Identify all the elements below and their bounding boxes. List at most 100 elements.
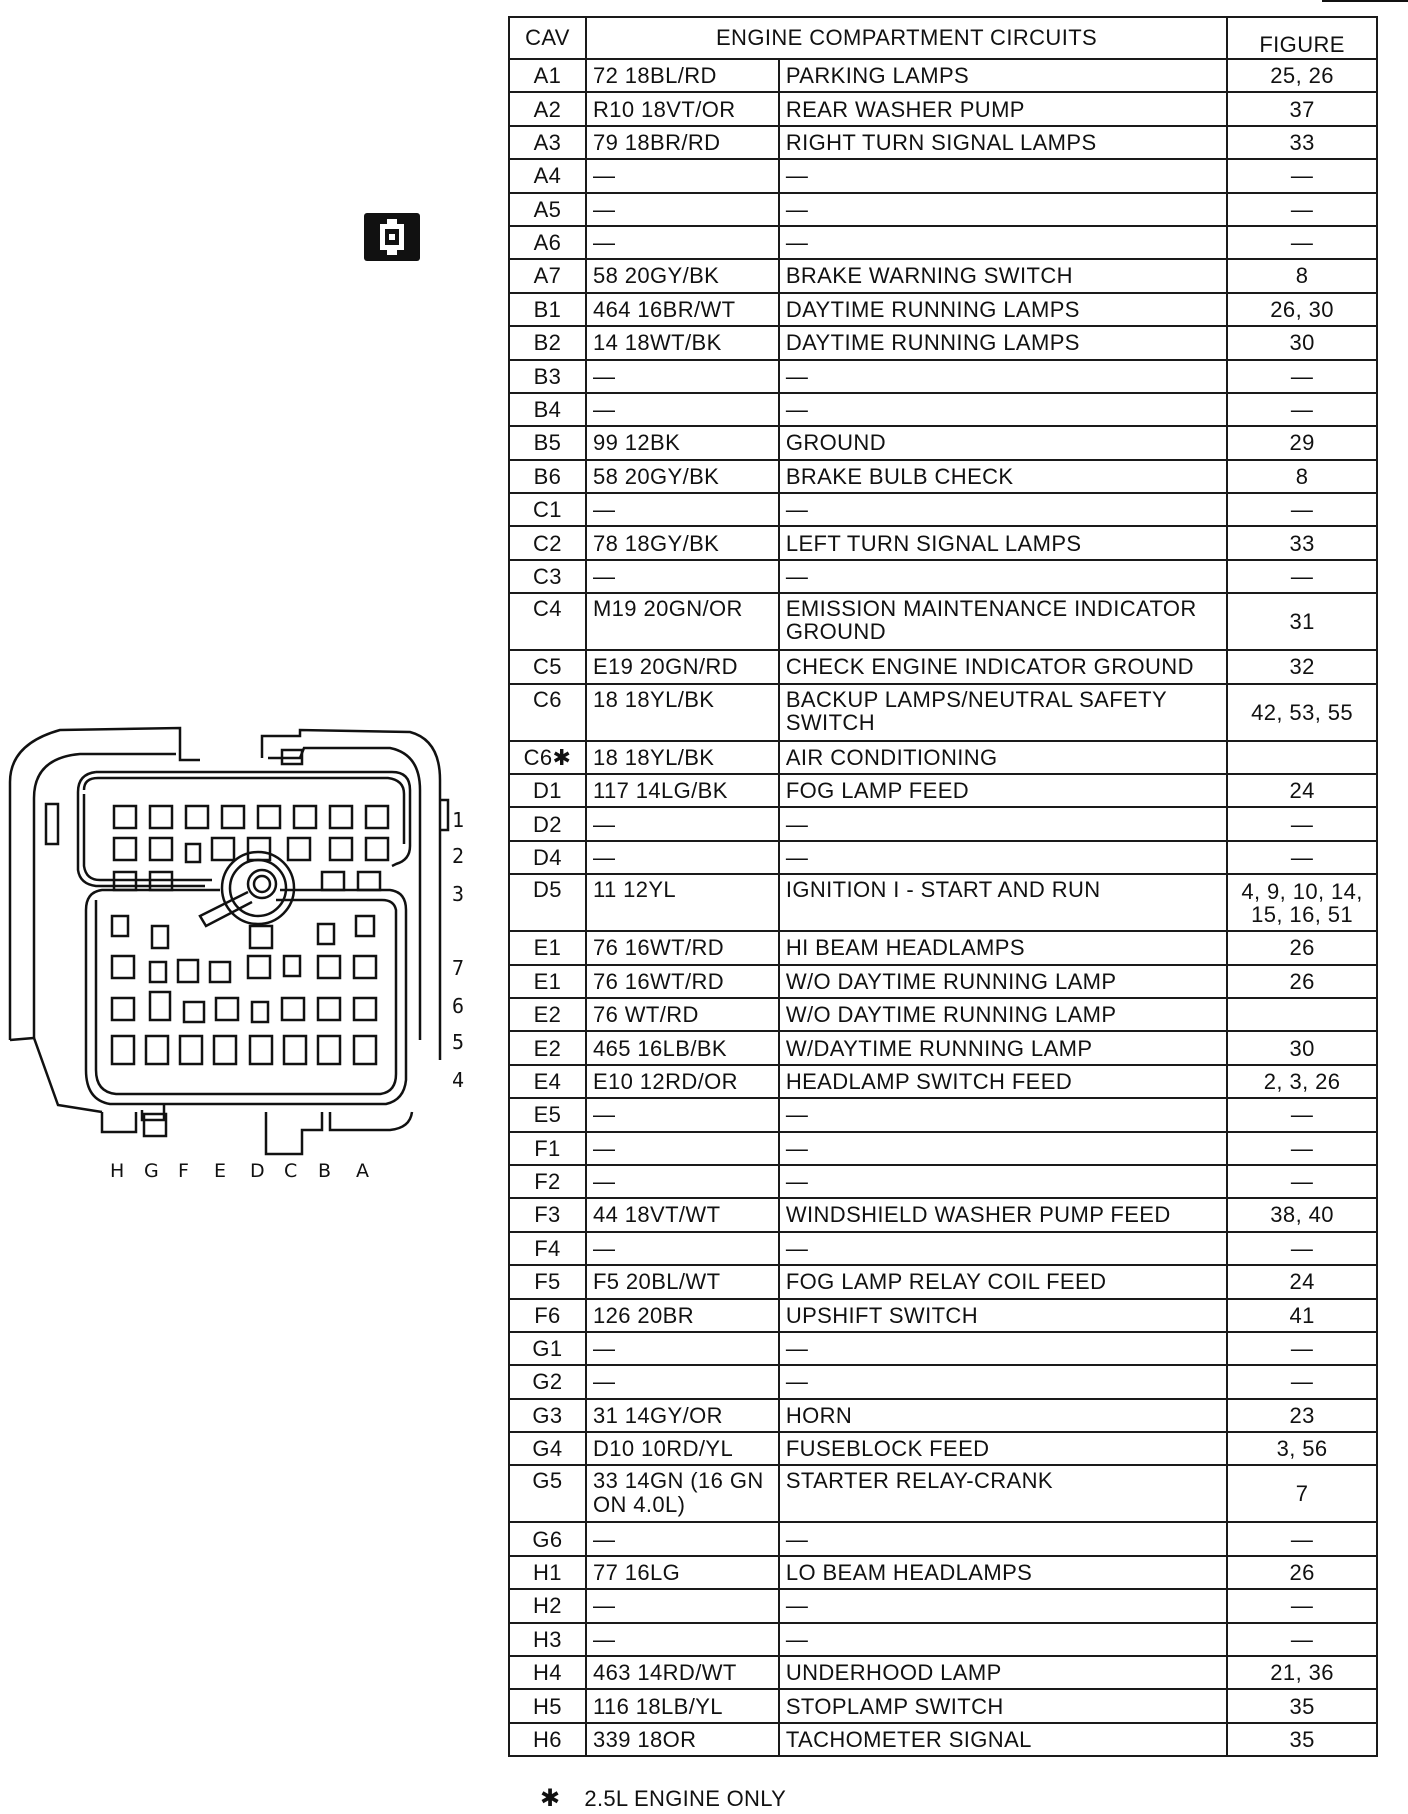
figure-cell: 33 xyxy=(1226,525,1378,561)
table-row: G1——— xyxy=(508,1330,1378,1367)
figure-cell: 23 xyxy=(1226,1397,1378,1434)
figure-cell: 32 xyxy=(1226,649,1378,685)
description-cell: — xyxy=(777,558,1229,595)
description-cell: — xyxy=(777,224,1229,261)
figure-cell: 26 xyxy=(1226,1554,1378,1591)
connector-symbol-icon xyxy=(364,213,420,261)
description-cell: EMISSION MAINTENANCE INDICATOR GROUND xyxy=(777,592,1229,652)
row-label: 7 xyxy=(452,956,465,980)
description-cell: — xyxy=(777,1163,1229,1200)
figure-cell: 35 xyxy=(1226,1721,1378,1758)
row-label: 1 xyxy=(452,808,465,832)
figure-cell: 4, 9, 10, 14, 15, 16, 51 xyxy=(1226,873,1378,933)
cav-cell: B5 xyxy=(508,425,587,461)
description-cell: — xyxy=(777,1621,1229,1658)
description-cell: — xyxy=(777,191,1229,227)
figure-cell: — xyxy=(1226,391,1378,428)
cav-cell: D5 xyxy=(508,873,587,933)
cav-cell: A7 xyxy=(508,258,587,294)
wire-cell: 76 WT/RD xyxy=(584,996,780,1033)
figure-cell: — xyxy=(1226,191,1378,227)
connector-row-labels: 1 2 3 7 6 5 4 xyxy=(452,720,482,1190)
description-cell: DAYTIME RUNNING LAMPS xyxy=(777,325,1229,361)
figure-cell: — xyxy=(1226,492,1378,528)
wire-cell: — xyxy=(584,158,780,194)
wire-cell: 463 14RD/WT xyxy=(584,1655,780,1691)
description-cell: PARKING LAMPS xyxy=(777,57,1229,94)
description-cell: — xyxy=(777,1588,1229,1624)
cav-cell: B1 xyxy=(508,291,587,328)
cav-cell: C6✱ xyxy=(508,739,587,776)
wire-cell: 33 14GN (16 GN ON 4.0L) xyxy=(584,1464,780,1524)
wire-cell: — xyxy=(584,1130,780,1166)
cav-cell: A2 xyxy=(508,91,587,127)
description-cell: — xyxy=(777,492,1229,528)
description-cell: TACHOMETER SIGNAL xyxy=(777,1721,1229,1758)
figure-cell: — xyxy=(1226,1588,1378,1624)
cav-cell: F3 xyxy=(508,1197,587,1233)
engine-compartment-circuits-table: CAV ENGINE COMPARTMENT CIRCUITS FIGURE A… xyxy=(508,16,1378,1758)
description-cell: BRAKE BULB CHECK xyxy=(777,458,1229,495)
cav-cell: H4 xyxy=(508,1655,587,1691)
table-row: B3——— xyxy=(508,358,1378,394)
table-header-row: CAV ENGINE COMPARTMENT CIRCUITS FIGURE xyxy=(508,16,1378,60)
cav-cell: F2 xyxy=(508,1163,587,1200)
col-label: E xyxy=(214,1160,227,1182)
header-cav: CAV xyxy=(508,16,587,60)
wire-cell: 44 18VT/WT xyxy=(584,1197,780,1233)
wire-cell: 31 14GY/OR xyxy=(584,1397,780,1434)
cav-cell: B6 xyxy=(508,458,587,495)
wire-cell: 18 18YL/BK xyxy=(584,682,780,742)
footnote-text: 2.5L ENGINE ONLY xyxy=(584,1786,787,1811)
description-cell: GROUND xyxy=(777,425,1229,461)
table-row: C3——— xyxy=(508,558,1378,595)
wire-cell: 14 18WT/BK xyxy=(584,325,780,361)
cav-cell: A6 xyxy=(508,224,587,261)
cav-cell: D2 xyxy=(508,806,587,842)
description-cell: DAYTIME RUNNING LAMPS xyxy=(777,291,1229,328)
cav-cell: G4 xyxy=(508,1431,587,1467)
figure-cell: — xyxy=(1226,806,1378,842)
connector-col-labels: H G F E D C B A xyxy=(110,1160,380,1186)
wire-cell: 76 16WT/RD xyxy=(584,930,780,966)
wire-cell: R10 18VT/OR xyxy=(584,91,780,127)
cav-cell: D4 xyxy=(508,839,587,876)
cav-cell: D1 xyxy=(508,773,587,809)
figure-cell: 37 xyxy=(1226,91,1378,127)
description-cell: WINDSHIELD WASHER PUMP FEED xyxy=(777,1197,1229,1233)
wire-cell: 72 18BL/RD xyxy=(584,57,780,94)
figure-cell: 25, 26 xyxy=(1226,57,1378,94)
cav-cell: E1 xyxy=(508,963,587,999)
figure-cell: — xyxy=(1226,1097,1378,1133)
table-row: G6——— xyxy=(508,1521,1378,1557)
cav-cell: A1 xyxy=(508,57,587,94)
description-cell: HEADLAMP SWITCH FEED xyxy=(777,1063,1229,1100)
wire-cell: F5 20BL/WT xyxy=(584,1264,780,1300)
footnote: ✱2.5L ENGINE ONLY xyxy=(540,1784,786,1813)
row-label: 4 xyxy=(452,1068,465,1092)
wire-cell: 464 16BR/WT xyxy=(584,291,780,328)
wire-cell: E10 12RD/OR xyxy=(584,1063,780,1100)
description-cell: REAR WASHER PUMP xyxy=(777,91,1229,127)
cav-cell: C4 xyxy=(508,592,587,652)
wire-cell: 58 20GY/BK xyxy=(584,458,780,495)
wire-cell: — xyxy=(584,492,780,528)
description-cell: — xyxy=(777,158,1229,194)
description-cell: — xyxy=(777,806,1229,842)
cav-cell: H5 xyxy=(508,1688,587,1724)
figure-cell: 42, 53, 55 xyxy=(1226,682,1378,742)
